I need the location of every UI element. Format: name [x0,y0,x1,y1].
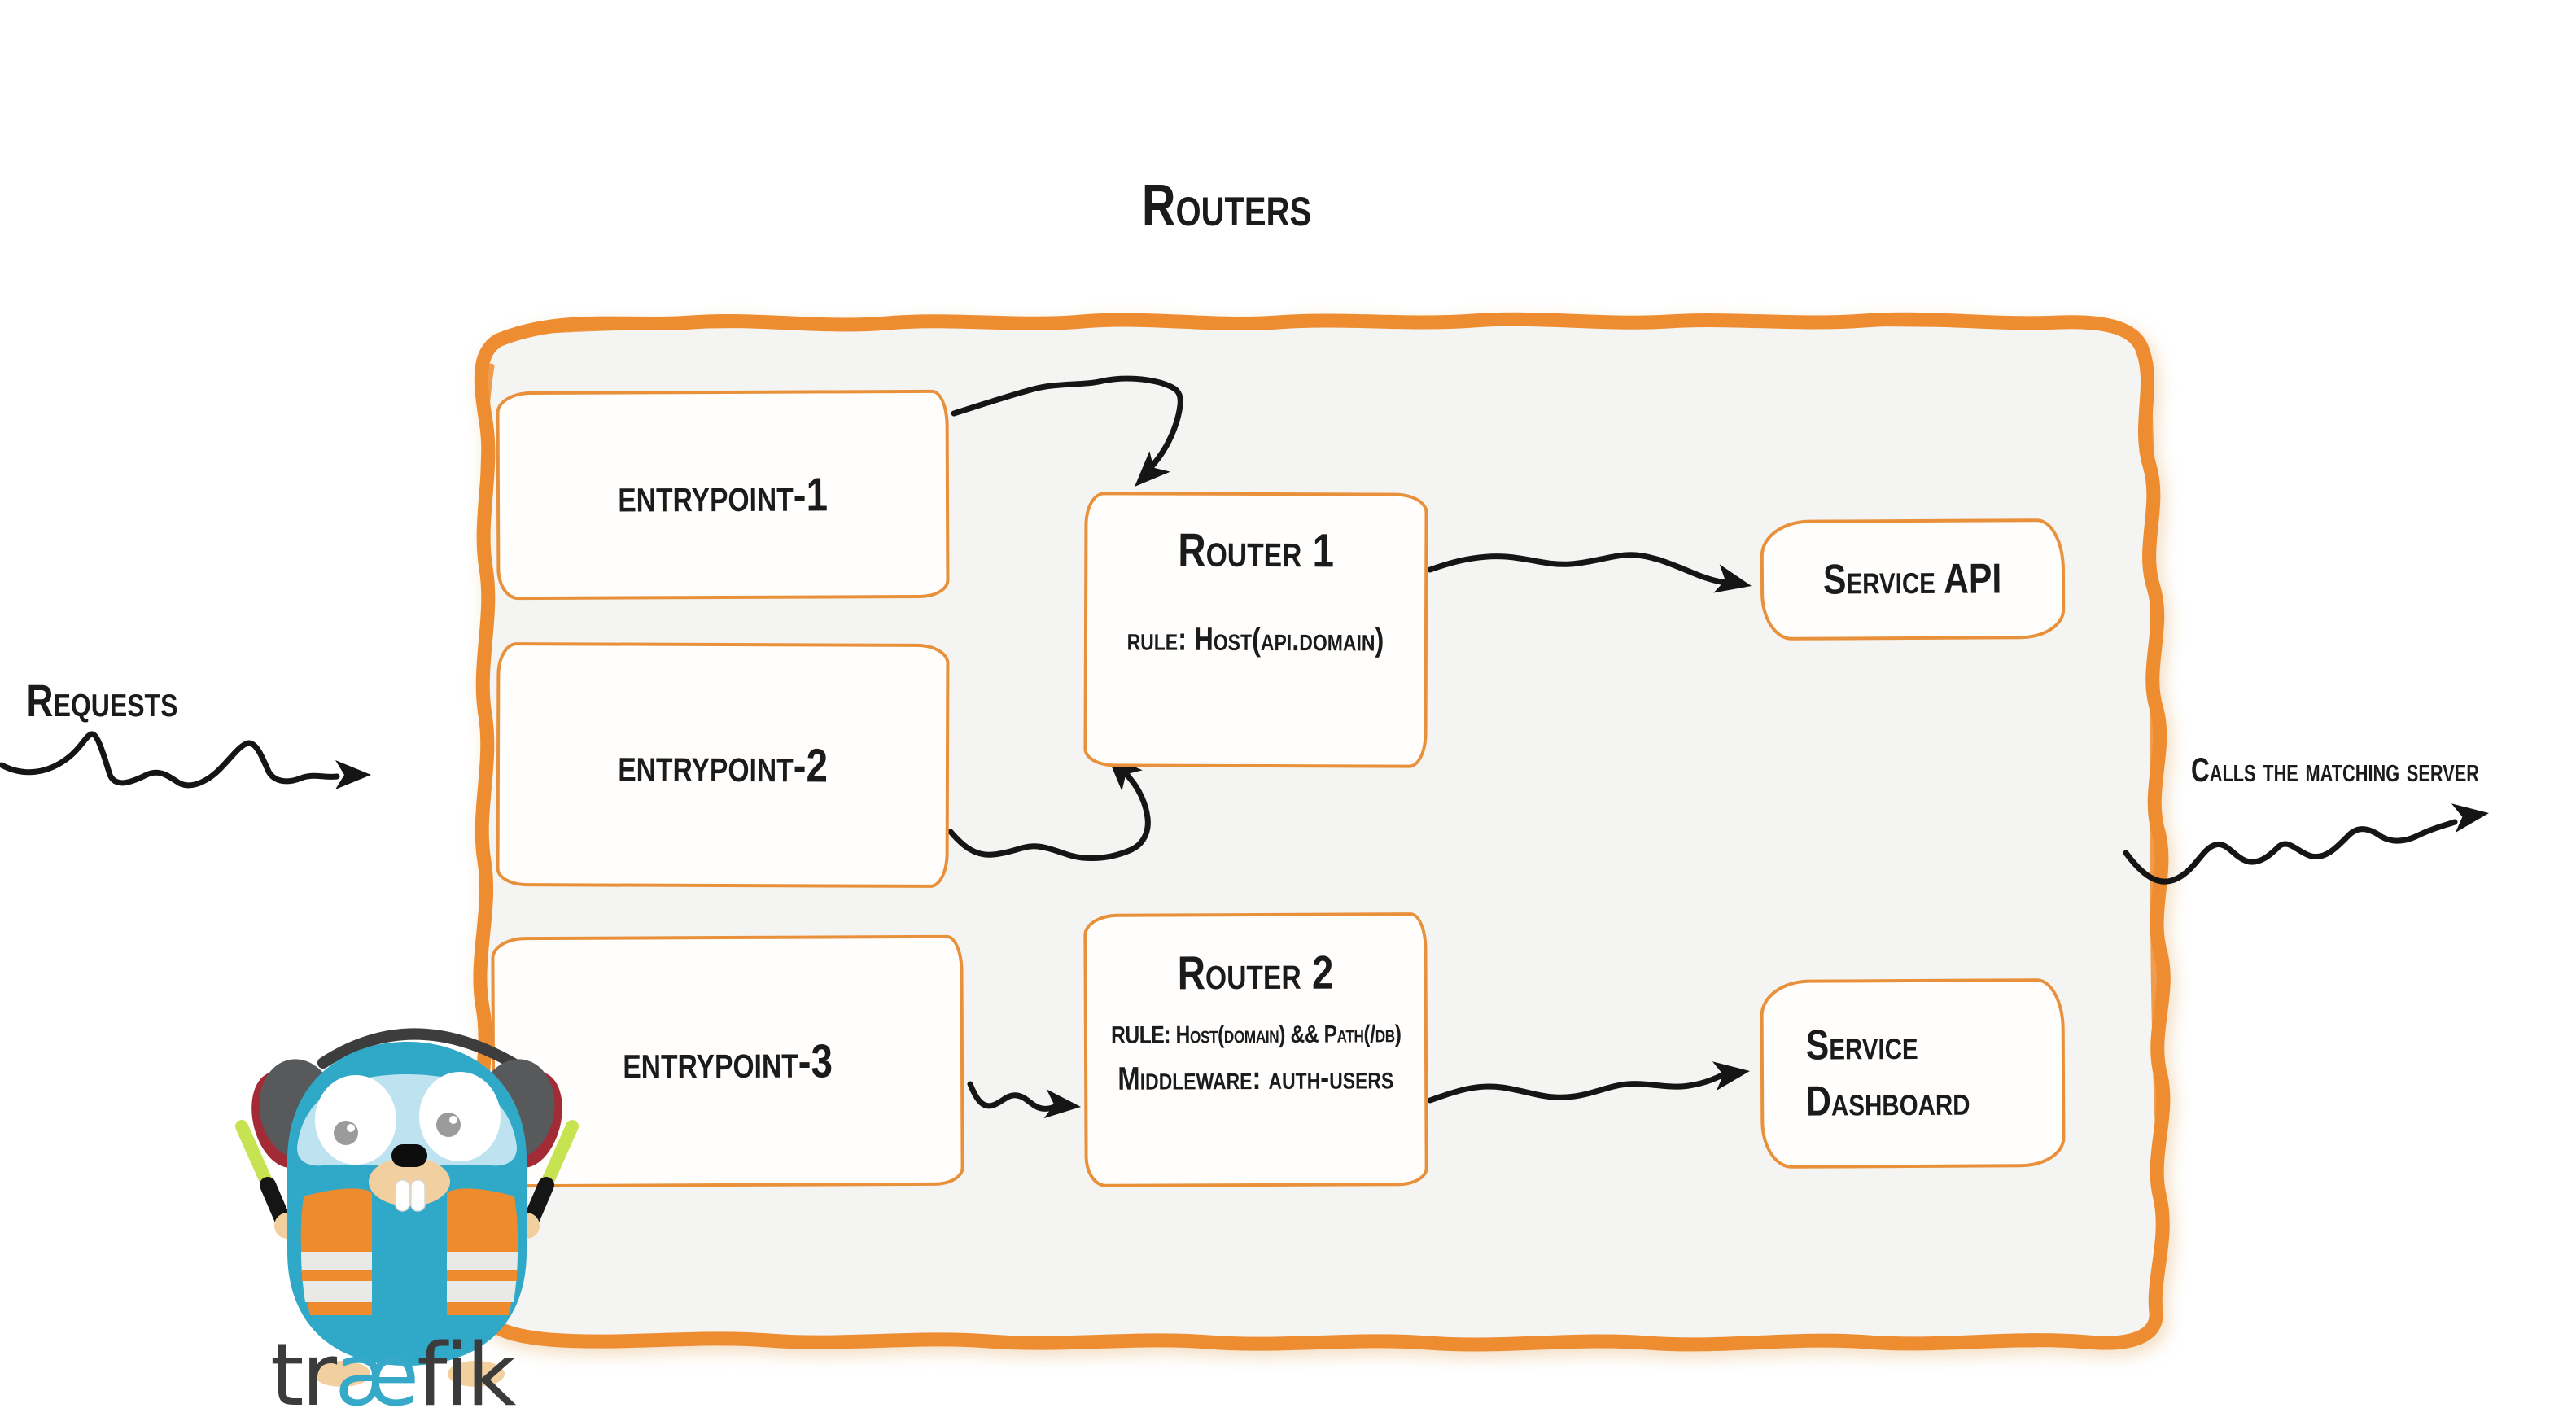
service-dashboard-label-line2: Dashboard [1806,1077,1970,1126]
headphones-band [317,1028,521,1070]
router-2-rule: RULE: Host(domain) && Path(/db) [1110,1021,1402,1049]
gopher-muzzle [369,1157,450,1206]
arrow-entrypoint2-to-router1 [947,759,1151,861]
wordmark-tr: tr [270,1325,337,1408]
requests-arrowhead [335,760,371,789]
gopher-foot-left [313,1361,370,1387]
traefik-gopher-logo [235,1028,579,1387]
gopher-pupil-highlight-left [347,1124,355,1132]
gopher-pupil-highlight-right [449,1116,457,1124]
router1-api-arrowhead [1713,564,1752,593]
routers-container-texture [480,316,2163,1348]
router2-dash-arrowhead [1712,1061,1750,1091]
ep1-router1-arrowhead [1135,451,1170,487]
router-1-rule: rule: Host(api.domain) [1126,621,1384,658]
calls-matching-server-label: Calls the matching server [2191,750,2479,789]
router-1-box: Router 1 rule: Host(api.domain) [1083,492,1428,768]
arrow-router2-to-service-dashboard [1427,1071,1727,1104]
service-api-box: Service API [1760,518,2066,641]
gopher-tooth-right [410,1179,426,1212]
service-dashboard-box: Service Dashboard [1760,978,2066,1169]
gopher-foot-right [448,1361,505,1387]
requests-label: Requests [26,675,178,726]
entrypoint-2-label: entrypoint-2 [618,738,828,792]
router-1-title: Router 1 [1178,523,1335,578]
entrypoint-1-label: entrypoint-1 [617,467,828,523]
requests-arrow [0,731,340,789]
arrow-entrypoint3-to-router2 [967,1081,1069,1112]
router-2-box: Router 2 RULE: Host(domain) && Path(/db)… [1083,912,1428,1187]
entrypoint-3-label: entrypoint-3 [622,1034,833,1089]
service-api-label: Service API [1823,555,2002,604]
calls-arrow [2123,819,2458,885]
arrow-entrypoint1-to-router1 [951,375,1183,479]
gopher-pupil-right [436,1113,461,1137]
gopher-vest [300,1188,518,1315]
diagram-title: Routers [1141,173,1312,238]
entrypoint-2-box: entrypoint-2 [496,642,950,888]
entrypoint-1-box: entrypoint-1 [496,389,950,601]
gopher-pupil-left [334,1121,358,1145]
traefik-wordmark: træfik [270,1325,516,1408]
wordmark-fik: fik [417,1325,516,1408]
gopher-tooth-left [395,1179,410,1212]
gopher-nose [391,1144,427,1167]
router-2-title: Router 2 [1177,946,1334,1000]
gopher-eye-left [315,1075,396,1165]
wordmark-ae: æ [335,1325,419,1408]
ep3-router2-arrowhead [1043,1089,1081,1119]
arrow-router1-to-service-api [1427,552,1730,586]
calls-arrowhead [2451,803,2489,833]
gopher-eye-right [419,1072,501,1161]
service-dashboard-label-line1: Service [1805,1021,1918,1070]
router-2-middleware: Middleware: auth-users [1117,1060,1394,1097]
